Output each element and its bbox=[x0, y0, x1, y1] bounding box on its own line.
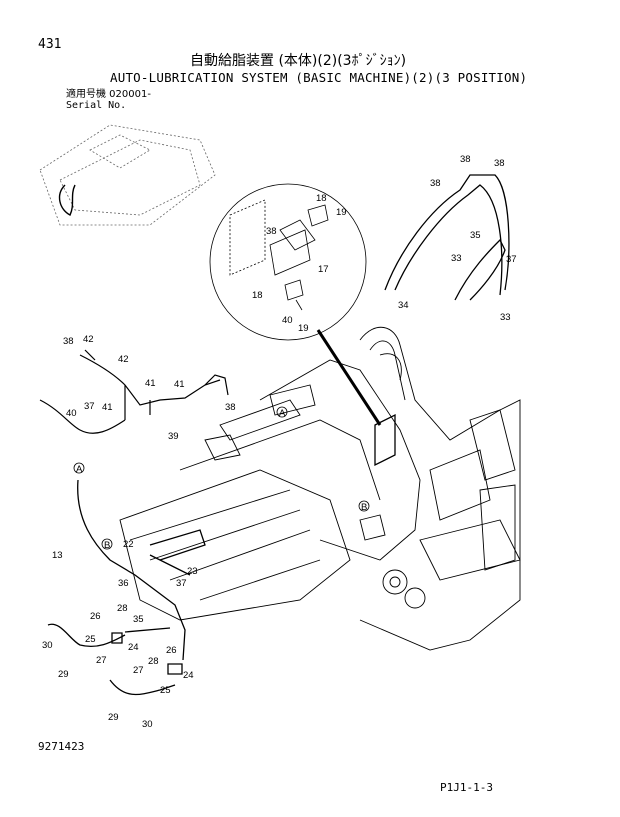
leader-inset-to-machine bbox=[316, 329, 382, 426]
callout: 35 bbox=[470, 230, 481, 241]
callouts-upper-right: 38 38 38 35 37 33 34 33 bbox=[398, 154, 517, 323]
callouts-lower-left: 13 22 23 36 37 26 28 35 25 24 27 30 29 2… bbox=[42, 539, 198, 730]
inset-parts bbox=[229, 199, 329, 311]
connector-labels: A A B B bbox=[76, 408, 367, 551]
title-japanese: 自動給脂装置 (本体)(2)(3ﾎﾟｼﾞｼｮﾝ) bbox=[190, 53, 407, 69]
callout: 33 bbox=[500, 312, 511, 323]
callout: 39 bbox=[168, 431, 179, 442]
callout: 18 bbox=[316, 193, 327, 204]
connector-label: B bbox=[361, 502, 367, 513]
callout: 33 bbox=[451, 253, 462, 264]
callout: 25 bbox=[160, 685, 171, 696]
callout: 38 bbox=[225, 402, 236, 413]
callout: 28 bbox=[148, 656, 159, 667]
callout: 41 bbox=[145, 378, 156, 389]
callout: 38 bbox=[494, 158, 505, 169]
callout: 30 bbox=[42, 640, 53, 651]
callout: 42 bbox=[118, 354, 129, 365]
callout: 24 bbox=[183, 670, 194, 681]
applicability-label: 適用号機 020001- bbox=[66, 89, 151, 100]
callout: 41 bbox=[102, 402, 113, 413]
callout: 35 bbox=[133, 614, 144, 625]
callout: 38 bbox=[266, 226, 277, 237]
callout: 19 bbox=[336, 207, 347, 218]
callout: 22 bbox=[123, 539, 134, 550]
connector-label: A bbox=[76, 464, 83, 475]
serial-number-label: Serial No. bbox=[66, 100, 127, 111]
callout: 17 bbox=[318, 264, 329, 275]
callout: 37 bbox=[176, 578, 187, 589]
callout: 40 bbox=[282, 315, 293, 326]
callout: 24 bbox=[128, 642, 139, 653]
lower-hoses bbox=[47, 479, 206, 696]
callout: 37 bbox=[506, 254, 517, 265]
callout: 26 bbox=[166, 645, 177, 656]
callout: 27 bbox=[133, 665, 144, 676]
upper-hoses bbox=[384, 174, 510, 301]
callout: 36 bbox=[118, 578, 129, 589]
connector-label: B bbox=[104, 540, 110, 551]
callout: 42 bbox=[83, 334, 94, 345]
connector-b-lower bbox=[101, 538, 113, 550]
callout: 38 bbox=[63, 336, 74, 347]
connector-b-upper bbox=[358, 500, 370, 512]
callout: 13 bbox=[52, 550, 63, 561]
machine-frame bbox=[119, 326, 521, 651]
callout: 19 bbox=[298, 323, 309, 334]
callout: 41 bbox=[174, 379, 185, 390]
callout: 27 bbox=[96, 655, 107, 666]
callout: 29 bbox=[58, 669, 69, 680]
connector-a-upper bbox=[276, 406, 288, 418]
reference-machine-sketch bbox=[39, 124, 216, 226]
callout: 29 bbox=[108, 712, 119, 723]
callout: 38 bbox=[460, 154, 471, 165]
connector-a-lower bbox=[73, 462, 85, 474]
callout: 40 bbox=[66, 408, 77, 419]
inset-detail-circle bbox=[209, 183, 367, 341]
callout: 38 bbox=[430, 178, 441, 189]
page-number: 431 bbox=[38, 37, 62, 52]
callout: 28 bbox=[117, 603, 128, 614]
callout: 25 bbox=[85, 634, 96, 645]
callouts-inset: 18 19 38 17 18 40 19 bbox=[252, 193, 347, 334]
callout: 26 bbox=[90, 611, 101, 622]
page-code: P1J1-1-3 bbox=[440, 781, 493, 794]
callout: 18 bbox=[252, 290, 263, 301]
title-english: AUTO-LUBRICATION SYSTEM (BASIC MACHINE)(… bbox=[110, 70, 528, 85]
callout: 23 bbox=[187, 566, 198, 577]
connector-label: A bbox=[279, 408, 286, 419]
callout: 30 bbox=[142, 719, 153, 730]
drawing-number: 9271423 bbox=[38, 740, 85, 753]
lube-harness bbox=[39, 349, 229, 434]
callout: 34 bbox=[398, 300, 409, 311]
callouts-left-harness: 38 42 42 41 41 38 40 37 41 39 bbox=[63, 334, 236, 442]
callout: 37 bbox=[84, 401, 95, 412]
reference-hose bbox=[58, 184, 76, 216]
